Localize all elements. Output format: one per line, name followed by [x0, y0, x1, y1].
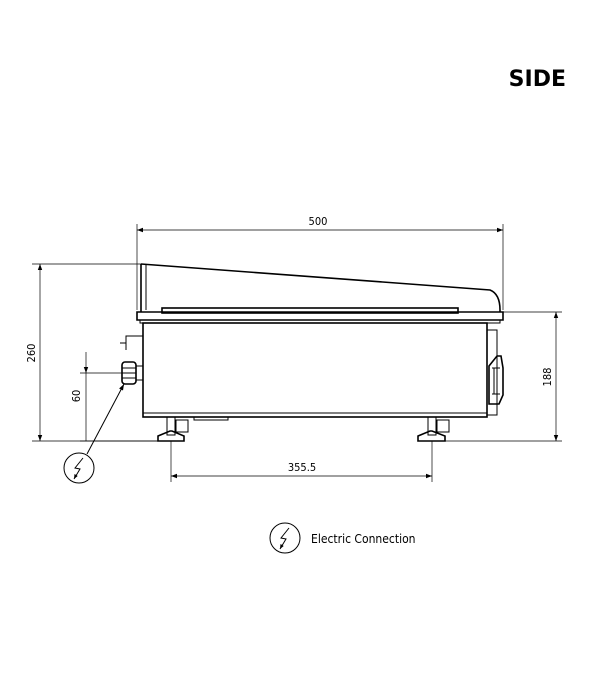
legend-electric-connection: Electric Connection [269, 522, 416, 554]
foot-right [417, 416, 450, 442]
electric-symbol-icon [63, 452, 95, 484]
dimension-feet-spacing-label: 355.5 [288, 461, 316, 474]
lightning-bolt-in-circle-icon [269, 522, 301, 554]
dimension-height-body-label: 188 [541, 368, 554, 387]
dimension-width-total: 500 [136, 215, 504, 310]
dimension-height-body: 188 [445, 311, 562, 442]
dimension-connection-height: 60 [70, 352, 158, 442]
dimension-height-total-label: 260 [25, 344, 38, 363]
appliance-outline [120, 263, 504, 421]
dimension-width-total-label: 500 [309, 215, 328, 228]
electric-leader [86, 383, 125, 455]
legend-electric-label: Electric Connection [311, 532, 416, 546]
view-title: SIDE [509, 67, 566, 92]
dimension-feet-spacing: 355.5 [170, 441, 433, 482]
foot-left [157, 416, 189, 442]
dimension-connection-height-label: 60 [70, 390, 83, 403]
dimension-height-total: 260 [25, 263, 158, 442]
